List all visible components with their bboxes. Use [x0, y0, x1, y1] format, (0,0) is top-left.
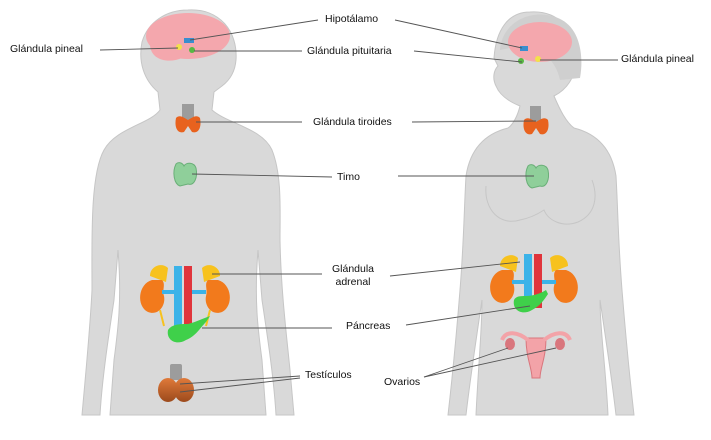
- female-uterus: [525, 337, 547, 379]
- label-testiculos: Testículos: [305, 369, 352, 381]
- male-hypothalamus: [184, 38, 194, 43]
- male-adrenal-left: [150, 265, 168, 282]
- male-pancreas: [167, 316, 210, 343]
- female-trachea: [530, 106, 541, 122]
- female-pituitary: [518, 58, 524, 64]
- label-timo: Timo: [337, 171, 360, 183]
- leader-hipotalamo-male: [189, 19, 319, 41]
- male-thyroid: [175, 116, 201, 133]
- male-pineal: [176, 44, 182, 50]
- female-brain: [508, 22, 572, 62]
- leader-pineal-left: [99, 47, 179, 51]
- label-pineal-right: Glándula pineal: [621, 53, 694, 65]
- male-adrenal-right: [202, 265, 220, 282]
- male-figure: [81, 9, 295, 416]
- female-body-silhouette: [447, 11, 635, 416]
- female-vena-cava: [524, 254, 532, 308]
- label-tiroides: Glándula tiroides: [313, 116, 392, 128]
- label-pineal-left: Glándula pineal: [10, 43, 83, 55]
- male-testis-right: [174, 378, 194, 402]
- label-pancreas: Páncreas: [346, 320, 391, 332]
- female-kidney-right: [553, 270, 578, 303]
- male-pituitary: [189, 47, 195, 53]
- female-figure: [447, 11, 635, 416]
- female-aorta: [534, 254, 542, 308]
- leader-hipotalamo-female: [394, 19, 523, 49]
- leader-pancreas-female: [405, 305, 531, 326]
- female-adrenal-right: [550, 255, 568, 272]
- female-fallopian-tubes: [500, 331, 572, 342]
- leader-ovarios-b: [423, 347, 557, 378]
- label-pituitaria: Glándula pituitaria: [307, 45, 392, 57]
- leader-tiroides-female: [411, 120, 537, 123]
- male-kidney-right: [205, 280, 230, 313]
- leader-adrenal-female: [389, 261, 521, 277]
- label-hipotalamo: Hipotálamo: [325, 13, 379, 25]
- label-adrenal-line1: Glándula: [331, 263, 375, 275]
- female-ovary-right: [555, 338, 565, 350]
- male-penis: [170, 364, 182, 380]
- male-thymus: [173, 162, 197, 187]
- female-hypothalamus: [520, 46, 528, 51]
- male-body-silhouette: [81, 9, 295, 416]
- leader-testiculos-b: [179, 377, 301, 393]
- label-adrenal: Glándula adrenal: [326, 263, 380, 289]
- male-trachea: [182, 104, 194, 120]
- label-adrenal-line2: adrenal: [335, 276, 371, 288]
- leader-timo-male: [191, 173, 333, 178]
- female-ovary-left: [505, 338, 515, 350]
- leader-testiculos-a: [179, 375, 301, 385]
- male-vena-cava: [174, 266, 182, 326]
- male-aorta: [184, 266, 192, 326]
- female-bust: [485, 179, 596, 225]
- female-thymus: [525, 164, 549, 189]
- label-ovarios: Ovarios: [384, 376, 421, 388]
- leader-lines: [99, 19, 618, 393]
- female-kidney-left: [490, 270, 515, 303]
- leader-pituitaria-female: [413, 50, 523, 63]
- female-thyroid: [523, 118, 549, 135]
- male-kidney-left: [140, 280, 165, 313]
- leader-ovarios-a: [423, 347, 509, 378]
- female-pineal: [535, 56, 541, 62]
- male-testis-left: [158, 378, 178, 402]
